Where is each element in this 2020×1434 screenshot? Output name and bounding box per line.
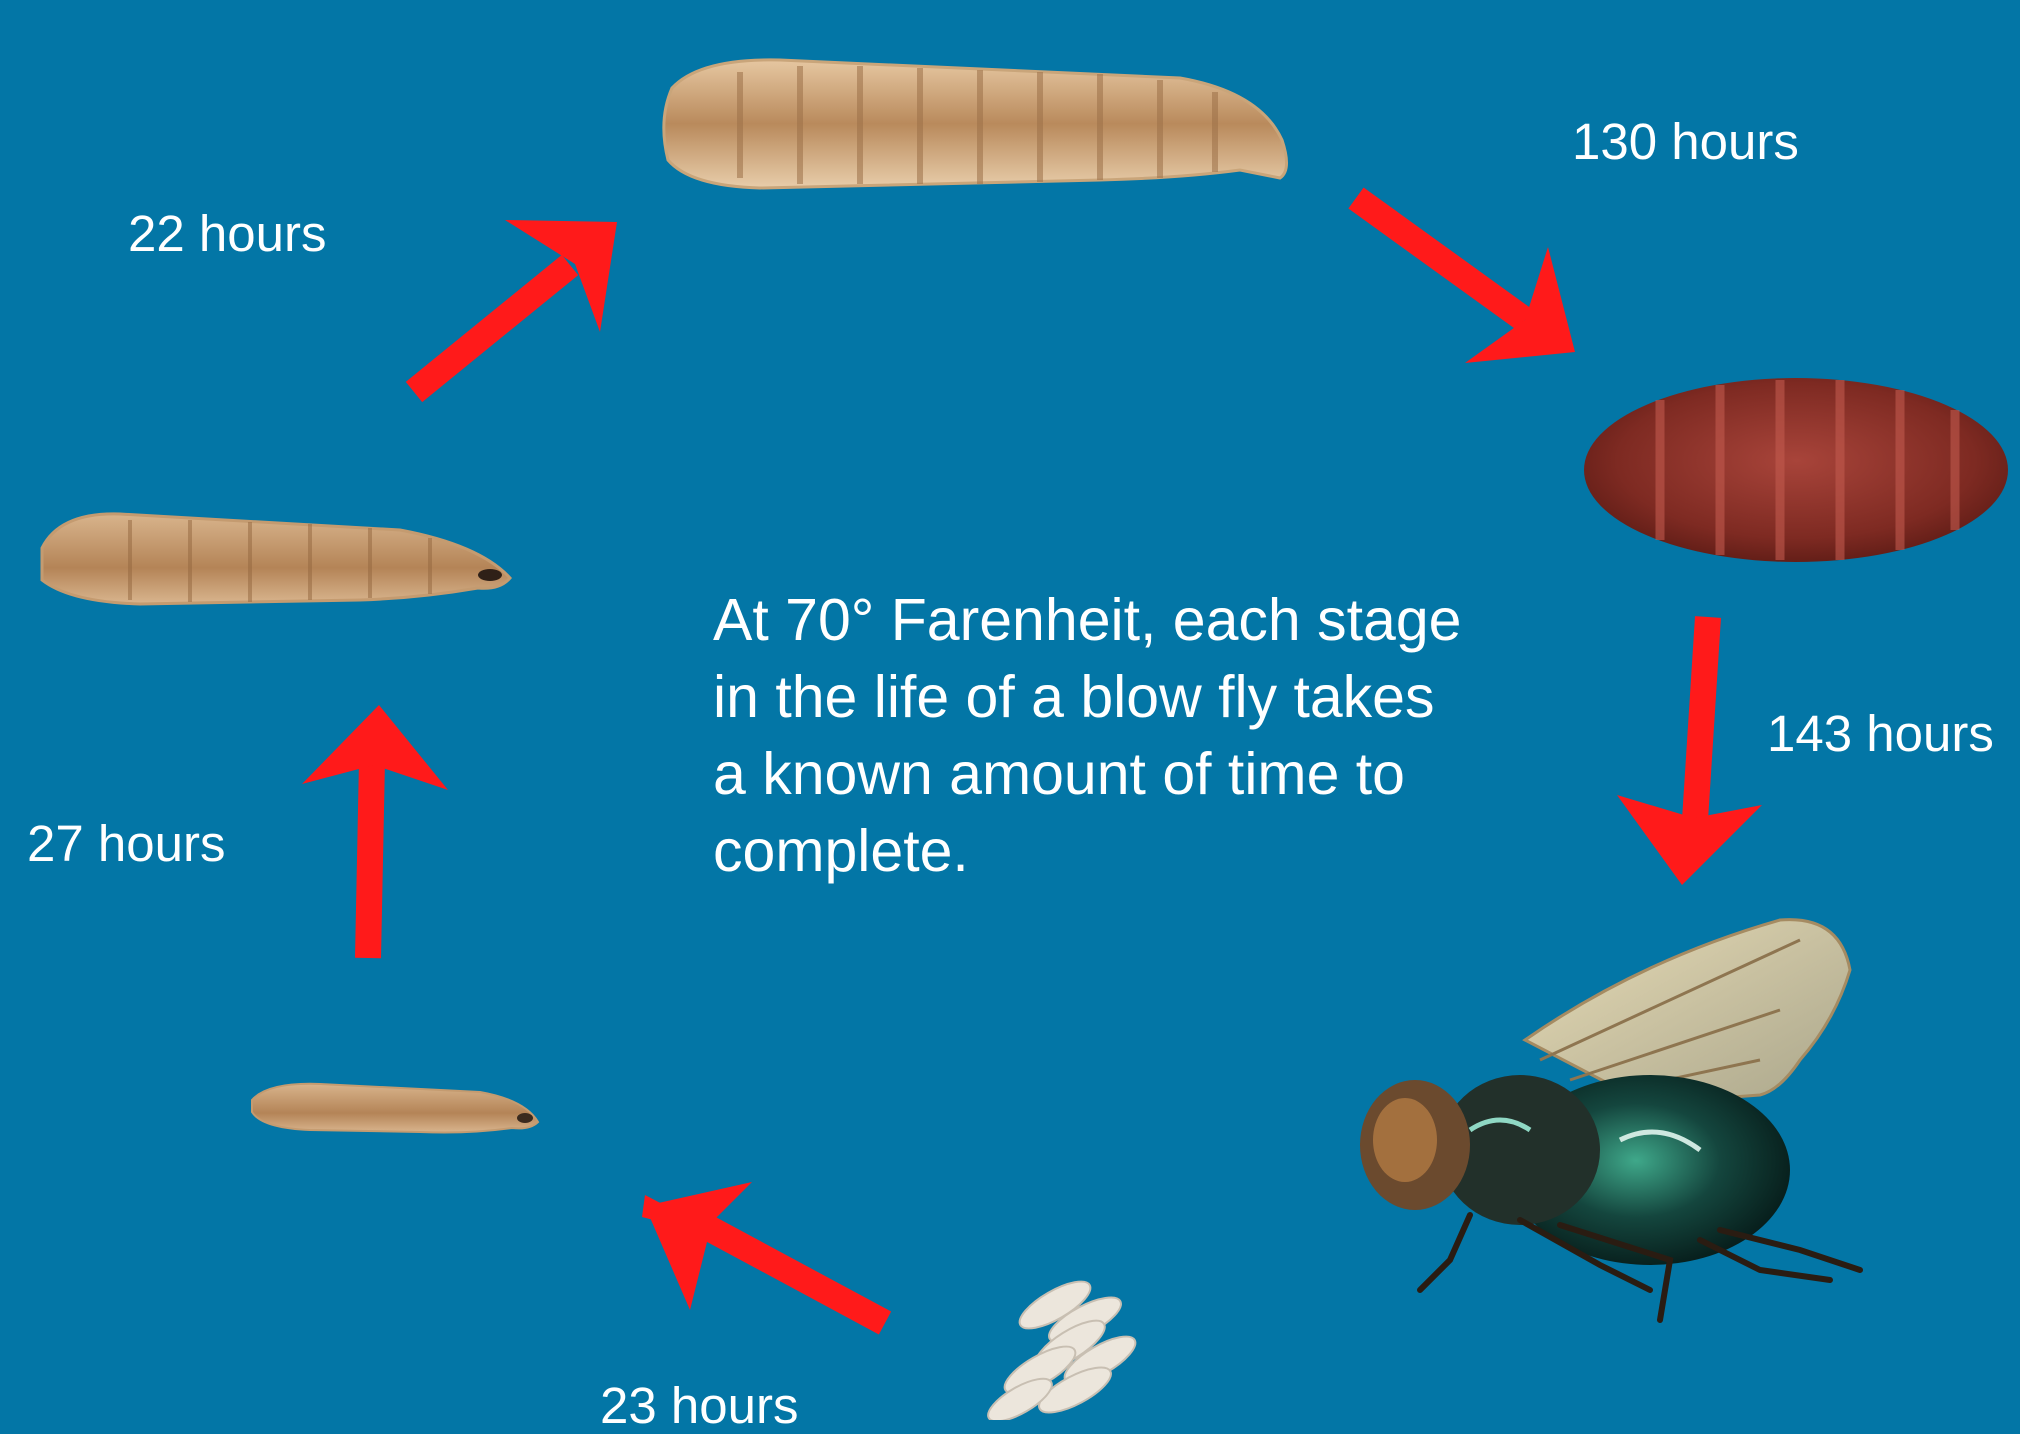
duration-label-pupa-to-adult: 143 hours	[1767, 708, 1994, 759]
first-instar-larva	[252, 1084, 538, 1133]
arrow-eggs-to-first-instar	[642, 1182, 885, 1323]
third-instar-larva	[664, 60, 1287, 188]
arrow-pupa-to-adult	[1617, 617, 1762, 885]
arrow-first-to-second-instar	[302, 705, 448, 958]
caption-text: At 70° Farenheit, each stage in the life…	[713, 582, 1473, 890]
duration-label-second-to-third-instar: 22 hours	[128, 208, 326, 259]
arrow-second-to-third-instar	[414, 220, 617, 392]
adult-blow-fly	[1360, 920, 1860, 1320]
second-instar-larva	[42, 514, 510, 604]
duration-label-third-instar-to-pupa: 130 hours	[1572, 116, 1799, 167]
arrow-third-instar-to-pupa	[1356, 198, 1575, 363]
duration-label-eggs-to-first-instar: 23 hours	[600, 1380, 798, 1431]
duration-label-first-to-second-instar: 27 hours	[27, 818, 225, 869]
pupa	[1584, 378, 2008, 562]
egg-cluster	[982, 1273, 1141, 1420]
